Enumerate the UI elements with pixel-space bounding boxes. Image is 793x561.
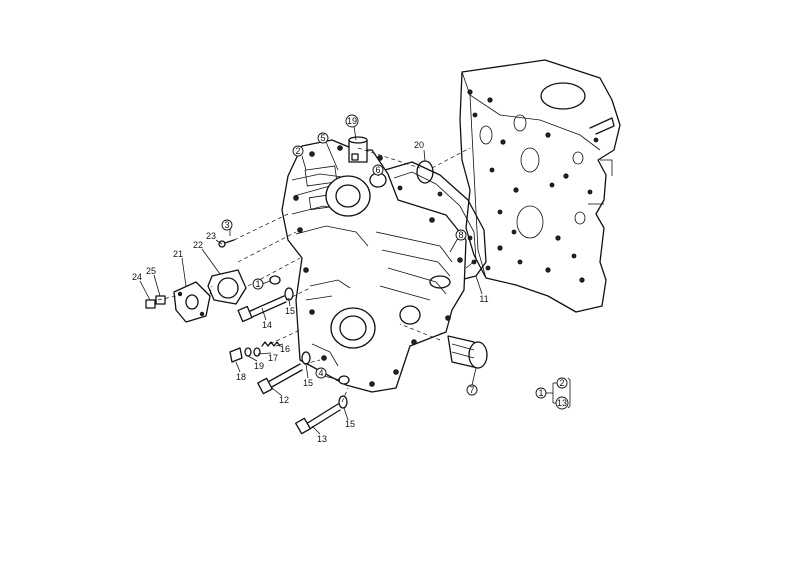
callout-number: 3 xyxy=(224,220,229,230)
callout-c2b: 2 xyxy=(556,377,568,389)
callout-circle xyxy=(315,367,327,379)
callout-c23: 23 xyxy=(206,231,216,241)
o-ring xyxy=(416,160,434,184)
callout-c18: 18 xyxy=(236,372,246,382)
callout-circle xyxy=(317,132,329,144)
callout-c13b: 13 xyxy=(555,396,569,410)
bolt-13 xyxy=(295,403,341,435)
callout-circle xyxy=(466,384,478,396)
callout-c12: 12 xyxy=(279,395,289,405)
callout-c22: 22 xyxy=(193,240,203,250)
callout-circle xyxy=(292,145,304,157)
callout-number: 13 xyxy=(317,434,327,444)
cover-gasket xyxy=(207,269,247,305)
callout-number: 23 xyxy=(206,231,216,241)
callout-number: 2 xyxy=(295,146,300,156)
callout-c19b: 19 xyxy=(254,361,264,371)
callout-number: 12 xyxy=(279,395,289,405)
callout-number: 24 xyxy=(132,272,142,282)
callout-number: 15 xyxy=(285,306,295,316)
callout-number: 22 xyxy=(193,240,203,250)
callout-circle xyxy=(372,164,384,176)
callout-circle xyxy=(555,396,569,410)
callout-c1b: 1 xyxy=(535,387,547,399)
callout-number: 2 xyxy=(559,378,564,388)
callout-number: 18 xyxy=(236,372,246,382)
plug-18 xyxy=(229,347,243,363)
callout-number: 19 xyxy=(254,361,264,371)
engine-block xyxy=(459,59,621,313)
washer-19b xyxy=(244,347,252,357)
assembly-lines xyxy=(157,147,471,403)
callout-c2: 2 xyxy=(292,145,304,157)
callout-number: 17 xyxy=(268,353,278,363)
bolt-14 xyxy=(237,295,287,323)
callout-c25: 25 xyxy=(146,266,156,276)
callout-number: 13 xyxy=(557,398,567,408)
callout-circle xyxy=(252,278,264,290)
plug-4 xyxy=(338,375,350,385)
callout-number: 8 xyxy=(458,230,463,240)
callout-c7: 7 xyxy=(466,384,478,396)
callout-number: 21 xyxy=(173,249,183,259)
callout-circle xyxy=(345,114,359,128)
callout-number: 1 xyxy=(255,279,260,289)
washer-15c xyxy=(338,395,348,409)
callout-number: 16 xyxy=(280,344,290,354)
nuts-24-25 xyxy=(145,295,166,309)
callout-c5: 5 xyxy=(317,132,329,144)
callout-number: 5 xyxy=(320,133,325,143)
callout-c11: 11 xyxy=(479,294,488,304)
callout-c3: 3 xyxy=(221,219,233,231)
callout-c15c: 15 xyxy=(345,419,355,429)
callout-number: 4 xyxy=(318,368,323,378)
callout-circle xyxy=(221,219,233,231)
callout-number: 11 xyxy=(479,294,488,304)
timing-gear-cover xyxy=(281,139,467,393)
callout-c15b: 15 xyxy=(303,378,313,388)
bolt-12 xyxy=(257,363,303,395)
callout-c6: 6 xyxy=(372,164,384,176)
callout-c21: 21 xyxy=(173,249,183,259)
callout-c17: 17 xyxy=(268,353,278,363)
leader-lines xyxy=(139,125,571,435)
callout-number: 19 xyxy=(347,116,357,126)
callout-circle xyxy=(535,387,547,399)
callout-number: 25 xyxy=(146,266,156,276)
oil-seal xyxy=(447,335,488,369)
callout-number: 14 xyxy=(262,320,272,330)
callout-circle xyxy=(455,229,467,241)
callout-number: 7 xyxy=(469,385,474,395)
callout-c15a: 15 xyxy=(285,306,295,316)
spring-16 xyxy=(261,341,281,347)
callout-number: 6 xyxy=(375,165,380,175)
callout-c20: 20 xyxy=(414,140,424,150)
washer-17 xyxy=(253,347,261,357)
callout-c24: 24 xyxy=(132,272,142,282)
washer-15b xyxy=(301,351,311,365)
callout-circle xyxy=(556,377,568,389)
callout-c8: 8 xyxy=(455,229,467,241)
callout-number: 15 xyxy=(345,419,355,429)
callout-c4: 4 xyxy=(315,367,327,379)
callout-c1a: 1 xyxy=(252,278,264,290)
callout-c19: 19 xyxy=(345,114,359,128)
callout-c13: 13 xyxy=(317,434,327,444)
stud-1 xyxy=(269,275,281,285)
cover-plate xyxy=(173,281,211,323)
callout-number: 15 xyxy=(303,378,313,388)
callout-number: 1 xyxy=(538,388,543,398)
callout-number: 20 xyxy=(414,140,424,150)
callout-c14: 14 xyxy=(262,320,272,330)
callout-c16: 16 xyxy=(280,344,290,354)
breather-fitting xyxy=(348,136,368,163)
